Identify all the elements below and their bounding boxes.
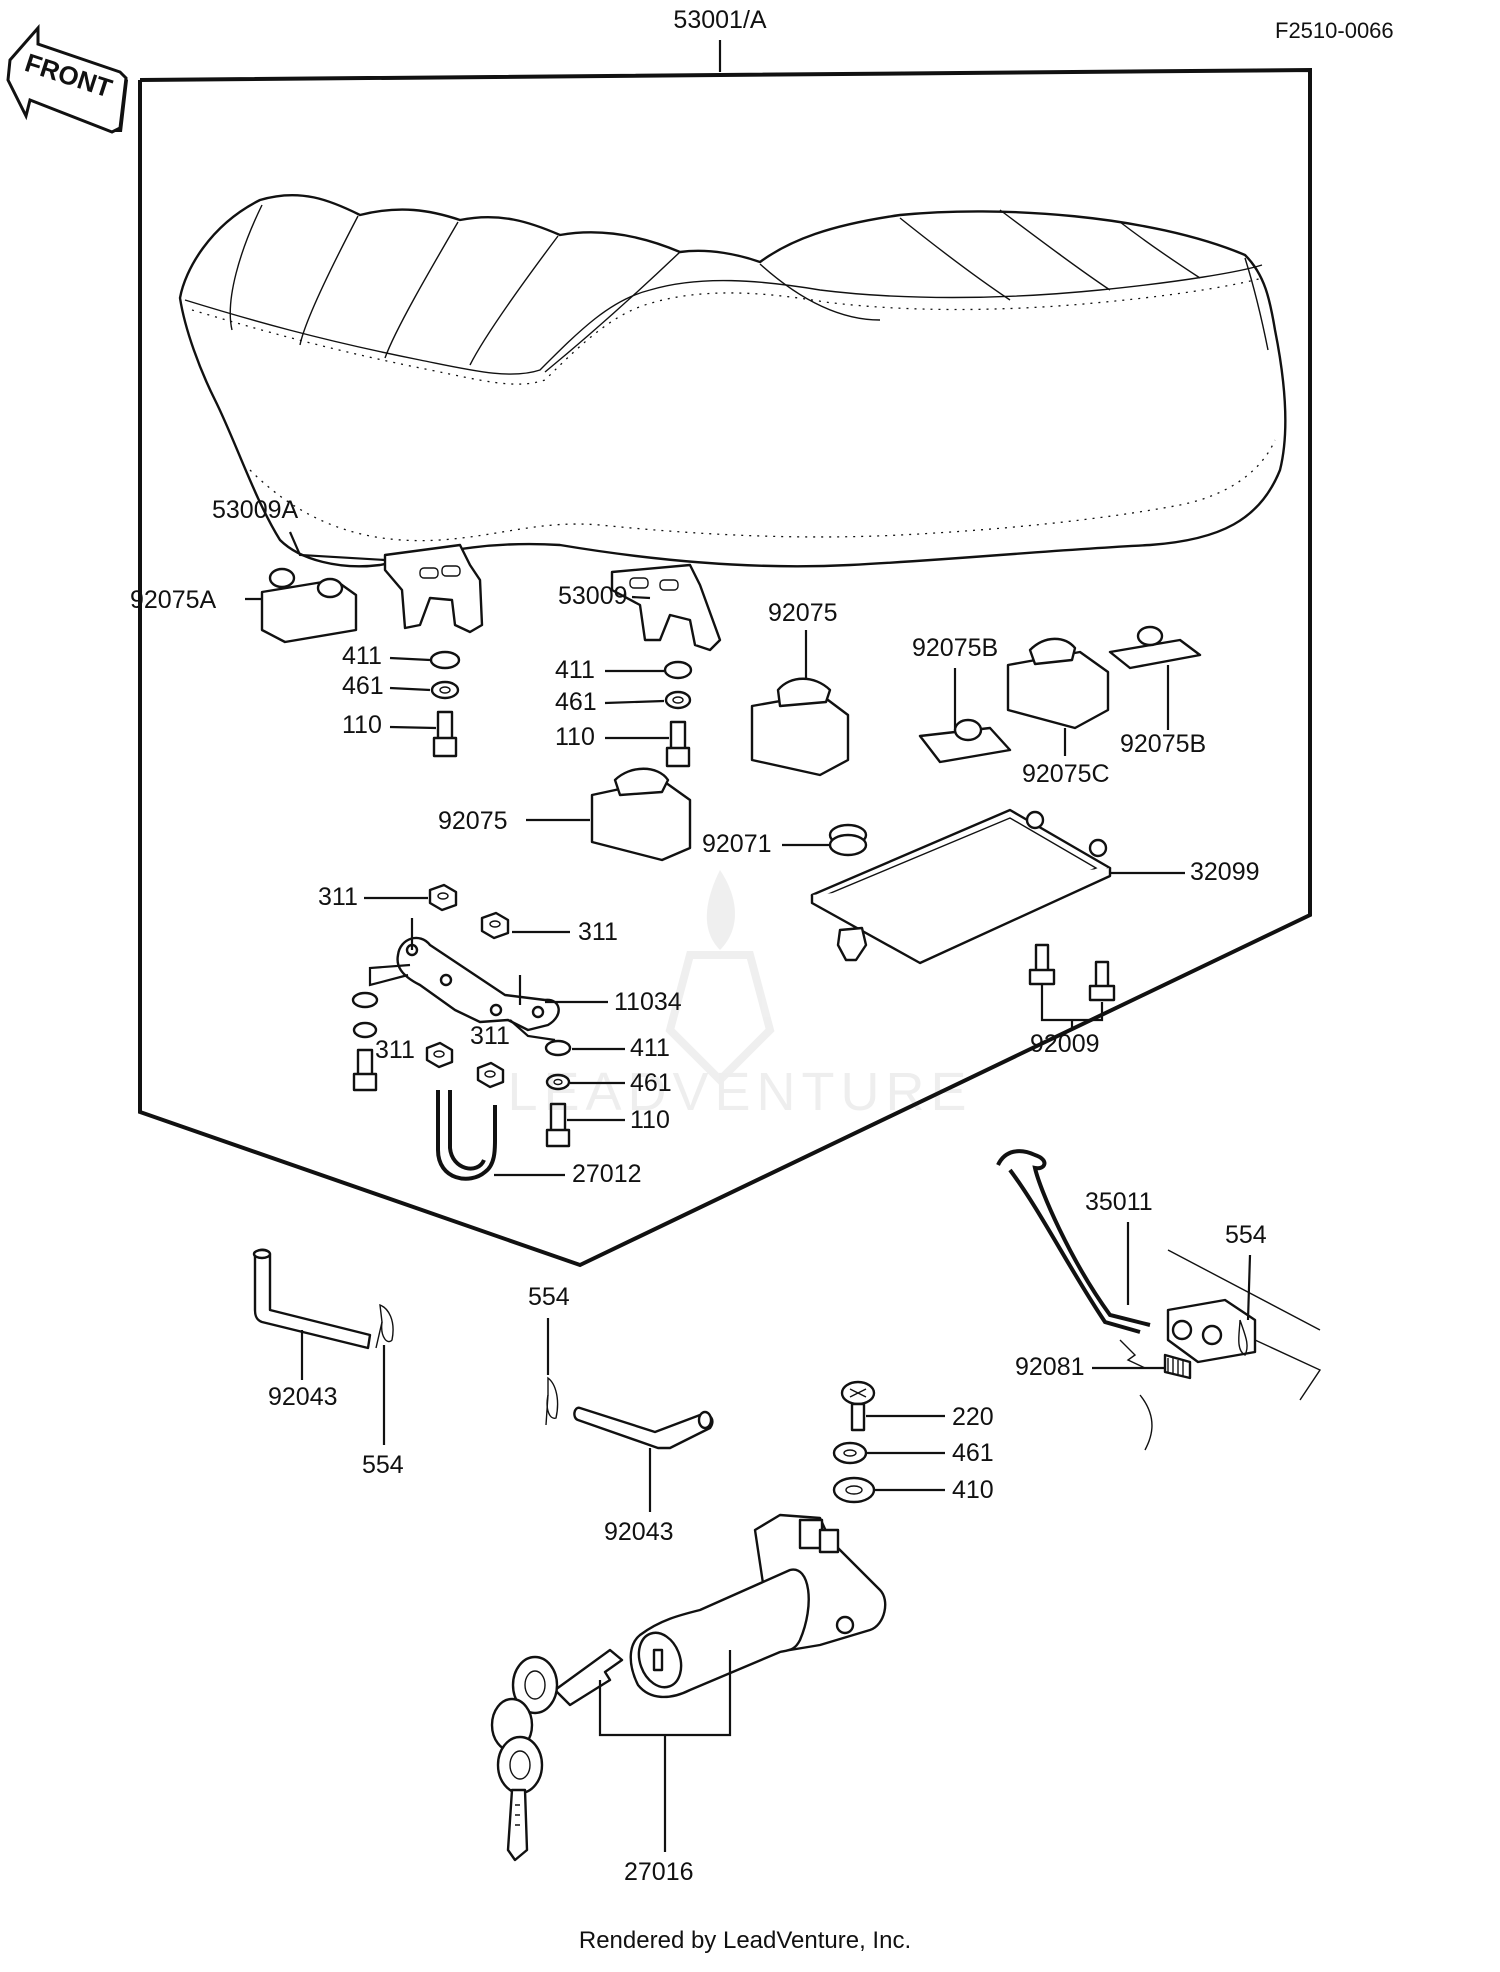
label-411-a: 411 xyxy=(342,642,382,670)
label-27016: 27016 xyxy=(624,1858,694,1886)
label-554-b: 554 xyxy=(362,1451,404,1479)
label-110-a: 110 xyxy=(342,711,382,739)
figure-code: F2510-0066 xyxy=(1275,18,1394,43)
label-461-a: 461 xyxy=(342,672,384,700)
damper-92075-lower xyxy=(590,767,692,862)
damper-92075b-right xyxy=(1108,625,1202,670)
key-set xyxy=(490,1648,624,1862)
spring-92081 xyxy=(1119,1339,1192,1380)
fastener-stack-b xyxy=(663,660,693,768)
label-92075B-left: 92075B xyxy=(912,634,998,662)
cotter-pin-554-left xyxy=(375,1303,394,1349)
bracket-11034 xyxy=(396,936,560,1032)
assembly-label: 53001/A xyxy=(673,6,766,34)
label-92075-upper: 92075 xyxy=(768,599,838,627)
label-32099: 32099 xyxy=(1190,858,1260,886)
front-arrow-icon: FRONT xyxy=(6,24,128,134)
damper-92075-upper xyxy=(750,677,850,777)
label-410: 410 xyxy=(952,1476,994,1504)
fastener-stack-d xyxy=(544,1039,572,1148)
label-92075C: 92075C xyxy=(1022,760,1110,788)
label-92071: 92071 xyxy=(702,830,772,858)
pin-92043-left xyxy=(252,1248,372,1350)
fastener-stack-c xyxy=(351,991,379,1092)
pin-92043-center xyxy=(573,1406,714,1450)
label-110-b: 110 xyxy=(555,723,595,751)
nut-311-d xyxy=(476,1061,505,1089)
grommet-92071 xyxy=(828,823,868,857)
u-bolt-27012 xyxy=(436,1090,497,1181)
tray-32099 xyxy=(810,808,1112,965)
nut-311-b xyxy=(480,911,510,940)
label-92009: 92009 xyxy=(1030,1030,1100,1058)
label-554-c: 554 xyxy=(528,1283,570,1311)
footer-credit: Rendered by LeadVenture, Inc. xyxy=(579,1927,911,1954)
label-461-c: 461 xyxy=(630,1069,672,1097)
seat-lock-hook-mount xyxy=(1139,1249,1322,1451)
seat-cushion xyxy=(178,193,1287,568)
washer-461 xyxy=(832,1441,868,1465)
damper-92075c xyxy=(1006,637,1110,730)
watermark-text: LEADVENTURE xyxy=(507,1062,972,1122)
nut-311-c xyxy=(425,1041,454,1069)
seat-hook-bracket-53009 xyxy=(610,563,722,652)
damper-92075b-left xyxy=(918,718,1012,764)
washer-410 xyxy=(832,1476,876,1504)
label-92081: 92081 xyxy=(1015,1353,1085,1381)
bolts-92009 xyxy=(1028,943,1116,1002)
label-92043-center: 92043 xyxy=(604,1518,674,1546)
label-411-b: 411 xyxy=(555,656,595,684)
label-311-b: 311 xyxy=(578,918,618,946)
label-411-c: 411 xyxy=(630,1034,670,1062)
label-311-d: 311 xyxy=(470,1022,510,1050)
watermark-logo: LEADVENTURE xyxy=(507,870,972,1122)
lever-35011 xyxy=(996,1149,1151,1334)
label-53009A: 53009A xyxy=(212,496,299,524)
label-461-d: 461 xyxy=(952,1439,994,1467)
cotter-pin-554-center xyxy=(545,1376,559,1426)
label-110-c: 110 xyxy=(630,1106,670,1134)
label-92075B-right: 92075B xyxy=(1120,730,1206,758)
fastener-stack-a xyxy=(429,650,461,758)
screw-220 xyxy=(840,1380,876,1432)
label-92075-lower: 92075 xyxy=(438,807,508,835)
label-92075A: 92075A xyxy=(130,586,217,614)
label-220: 220 xyxy=(952,1403,994,1431)
assembly-boundary xyxy=(138,67,1312,1268)
seat-hook-bracket-53009a xyxy=(383,543,484,634)
label-311-c: 311 xyxy=(375,1036,415,1064)
nut-311-a xyxy=(428,883,458,912)
label-27012: 27012 xyxy=(572,1160,642,1188)
label-11034: 11034 xyxy=(614,988,682,1016)
label-35011: 35011 xyxy=(1085,1188,1153,1216)
label-92043-left: 92043 xyxy=(268,1383,338,1411)
damper-92075a xyxy=(260,567,358,644)
label-53009: 53009 xyxy=(558,582,628,610)
label-461-b: 461 xyxy=(555,688,597,716)
label-554-a: 554 xyxy=(1225,1221,1267,1249)
seat-lock-assembly xyxy=(629,1513,887,1699)
label-311-a: 311 xyxy=(318,883,358,911)
